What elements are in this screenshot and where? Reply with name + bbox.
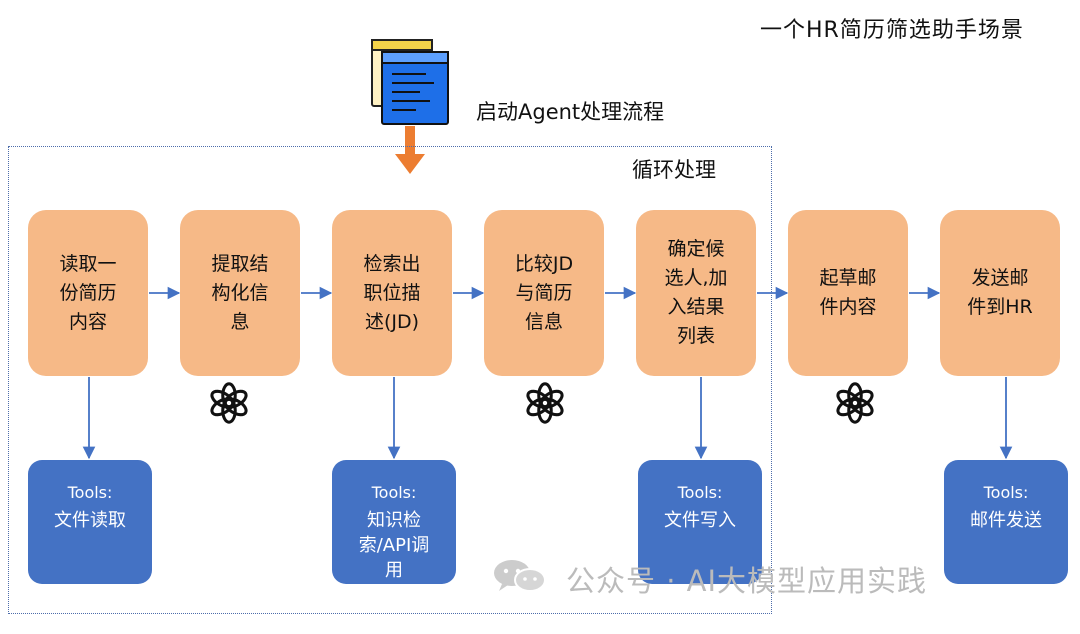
- step-label: 起草邮件内容: [819, 267, 877, 318]
- tool-label: Tools:: [983, 483, 1029, 502]
- loop-frame: [8, 146, 772, 614]
- step-read-resume: 读取一份简历内容: [28, 210, 148, 376]
- wechat-icon: [494, 560, 546, 592]
- loop-label: 循环处理: [632, 158, 716, 182]
- watermark-text: 公众号 · AI大模型应用实践: [566, 564, 928, 598]
- tool-value: 文件读取: [54, 510, 126, 531]
- step-label: 比较JD与简历信息: [514, 252, 574, 333]
- openai-logo-icon: [210, 382, 248, 424]
- tool-knowledge-retrieval: Tools: 知识检索/API调用: [332, 460, 456, 584]
- tool-value: 邮件发送: [970, 510, 1042, 531]
- step-label: 检索出职位描述(JD): [363, 252, 421, 333]
- start-arrow: [395, 126, 425, 174]
- tool-label: Tools:: [677, 483, 723, 502]
- tool-file-write: Tools: 文件写入: [638, 460, 762, 584]
- step-label: 读取一份简历内容: [59, 252, 117, 333]
- step-label: 确定候选人,加入结果列表: [664, 238, 728, 347]
- step-label: 提取结构化信息: [211, 252, 269, 333]
- openai-logo-icon: [836, 382, 874, 424]
- step-send-email: 发送邮件到HR: [940, 210, 1060, 376]
- tool-email-send: Tools: 邮件发送: [944, 460, 1068, 584]
- start-label: 启动Agent处理流程: [476, 100, 665, 124]
- tool-file-read: Tools: 文件读取: [28, 460, 152, 584]
- tool-label: Tools:: [371, 483, 417, 502]
- document-stack-icon: [371, 39, 449, 125]
- step-retrieve-jd: 检索出职位描述(JD): [332, 210, 452, 376]
- openai-logo-icon: [526, 382, 564, 424]
- step-compare-jd: 比较JD与简历信息: [484, 210, 604, 376]
- tool-value: 知识检索/API调用: [358, 510, 430, 581]
- watermark: 公众号 · AI大模型应用实践: [492, 556, 1052, 598]
- step-draft-email: 起草邮件内容: [788, 210, 908, 376]
- tool-value: 文件写入: [664, 510, 736, 531]
- scenario-title: 一个HR简历筛选助手场景: [760, 18, 1024, 43]
- tool-label: Tools:: [67, 483, 113, 502]
- step-extract-structure: 提取结构化信息: [180, 210, 300, 376]
- step-label: 发送邮件到HR: [967, 267, 1033, 318]
- step-confirm-candidate: 确定候选人,加入结果列表: [636, 210, 756, 376]
